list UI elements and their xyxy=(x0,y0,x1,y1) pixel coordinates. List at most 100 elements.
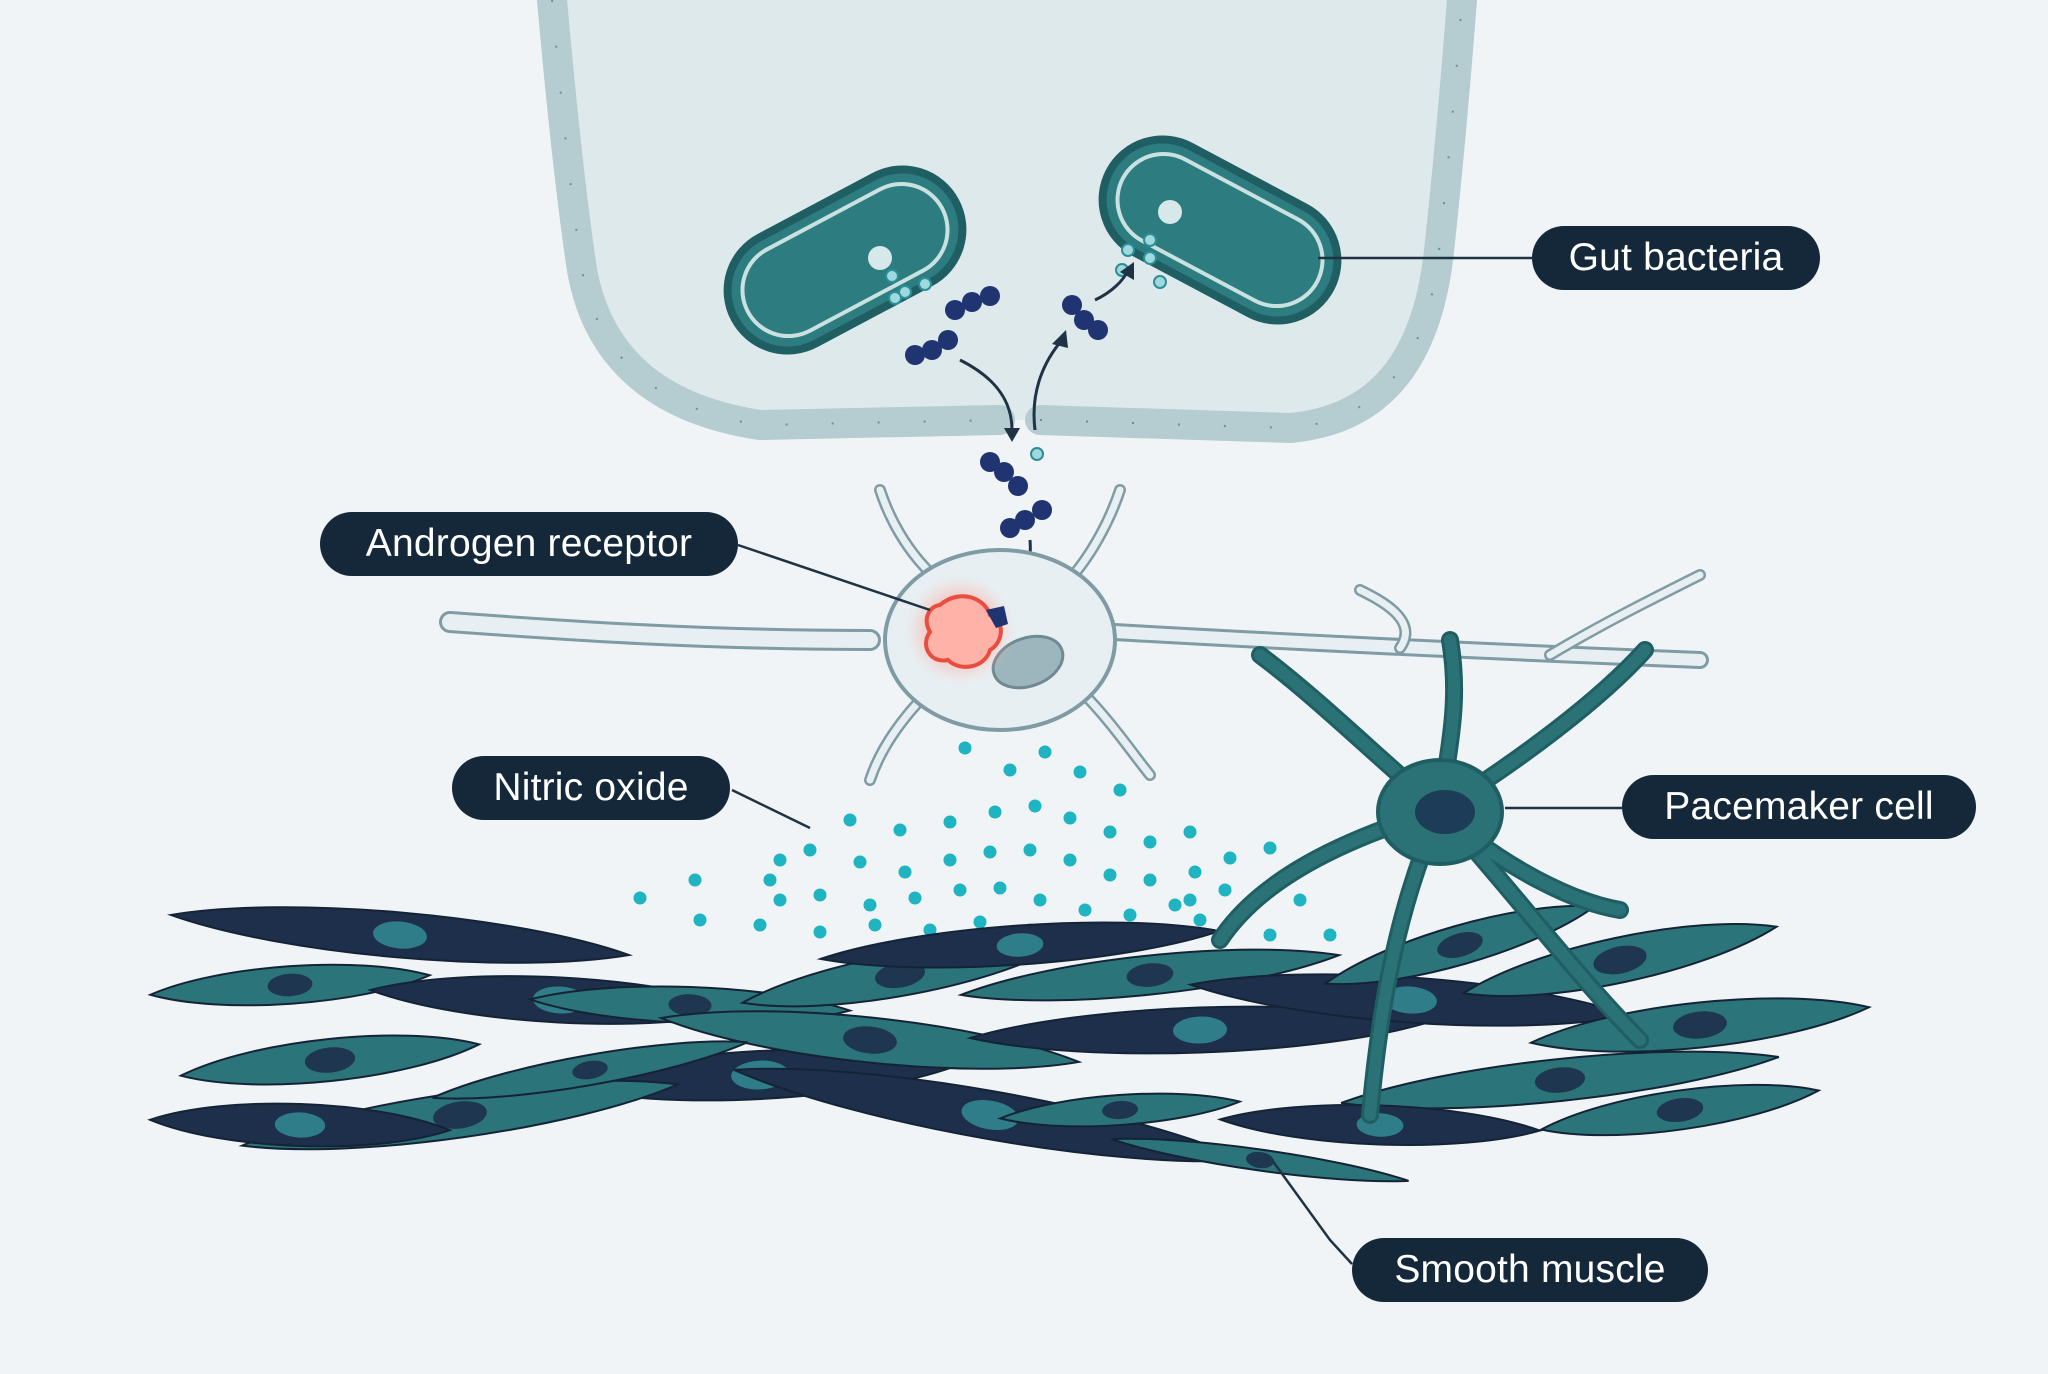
arrow-up xyxy=(1032,339,1064,431)
molecule-bead xyxy=(905,345,925,365)
molecule-bead xyxy=(980,452,1000,472)
muscle-cell-nucleus xyxy=(1534,1067,1586,1093)
lumen-center-fill xyxy=(1000,0,1040,420)
nitric-oxide-dot xyxy=(988,805,1002,819)
nitric-oxide-dot xyxy=(813,888,827,902)
muscle-cell-icon xyxy=(1340,1050,1780,1110)
arrow-head xyxy=(1120,262,1134,280)
muscle-cell-icon xyxy=(657,1010,1083,1070)
nitric-oxide-dot xyxy=(868,918,882,932)
muscle-cell-nucleus xyxy=(668,994,712,1016)
nitric-oxide-dot xyxy=(1123,908,1137,922)
nitric-oxide-dot xyxy=(1038,745,1052,759)
molecule-bead xyxy=(1032,500,1052,520)
nitric-oxide-dot xyxy=(843,813,857,827)
leader-androgen-receptor xyxy=(737,543,931,612)
bacterium-left-pore xyxy=(868,246,892,270)
label-androgen-receptor: Androgen receptor xyxy=(320,512,738,576)
bacterium-right-membrane xyxy=(1115,151,1325,309)
leader-nitric-oxide xyxy=(731,788,811,830)
molecule-bead xyxy=(1008,476,1028,496)
muscle-cell-icon xyxy=(147,963,433,1007)
receptor-shape xyxy=(924,594,1003,669)
nitric-oxide-dot xyxy=(693,913,707,927)
muscle-cell-nucleus xyxy=(1383,986,1437,1014)
nitric-oxide-dot xyxy=(993,881,1007,895)
nitric-oxide-dot xyxy=(1103,868,1117,882)
muscle-cell-icon xyxy=(966,1005,1434,1055)
label-gut-bacteria: Gut bacteria xyxy=(1532,226,1820,290)
nitric-oxide-dot xyxy=(633,891,647,905)
label-smooth-muscle: Smooth muscle xyxy=(1352,1238,1708,1302)
nitric-oxide-dot xyxy=(753,918,767,932)
molecule-bead xyxy=(945,300,965,320)
nitric-oxide-dot xyxy=(1103,825,1117,839)
muscle-cell-nucleus xyxy=(1173,1016,1227,1044)
nitric-oxide-dot xyxy=(1293,893,1307,907)
muscle-cell-icon xyxy=(1538,1083,1822,1137)
arrow-down xyxy=(959,358,1014,431)
gut-lumen xyxy=(537,0,1477,444)
nitric-oxide-dot xyxy=(908,891,922,905)
muscle-cell-nucleus xyxy=(572,1060,608,1080)
muscle-cell-icon xyxy=(1216,1104,1544,1146)
nitric-oxide-dot xyxy=(1168,898,1182,912)
nitric-oxide-dot xyxy=(1143,873,1157,887)
bacterium-icon xyxy=(723,165,967,355)
muscle-cell-nucleus xyxy=(1593,945,1647,975)
muscle-cell-icon xyxy=(1527,997,1873,1053)
label-pacemaker-cell: Pacemaker cell xyxy=(1622,775,1976,839)
muscle-cell-nucleus xyxy=(304,1047,356,1073)
nitric-oxide-dot xyxy=(813,925,827,939)
leader-smooth-muscle xyxy=(1270,1159,1353,1265)
nitric-oxide-dot xyxy=(943,815,957,829)
molecule-bead xyxy=(1074,310,1094,330)
muscle-cell-nucleus xyxy=(961,1099,1019,1131)
muscle-cell-nucleus xyxy=(274,1112,326,1138)
nitric-oxide-dot xyxy=(1188,865,1202,879)
muscle-cell-icon xyxy=(1111,1137,1409,1183)
nitric-oxide-dot xyxy=(983,845,997,859)
nitric-oxide-dot xyxy=(1003,763,1017,777)
molecule-bead xyxy=(994,462,1014,482)
nitric-oxide-dot xyxy=(1113,783,1127,797)
nitric-oxide-dot xyxy=(1063,853,1077,867)
muscle-cell-icon xyxy=(432,1040,748,1100)
muscle-cell-icon xyxy=(997,1092,1243,1128)
pacemaker-cell-icon xyxy=(1211,631,1654,1124)
nitric-oxide-dot xyxy=(773,853,787,867)
muscle-cell-nucleus xyxy=(1246,1151,1274,1169)
molecule-bead xyxy=(1000,518,1020,538)
nitric-oxide-dot xyxy=(853,855,867,869)
neuron-dendrite-core xyxy=(866,486,1704,784)
muscle-cell-icon xyxy=(147,1102,453,1148)
molecule-bead xyxy=(1062,295,1082,315)
nitric-oxide-dot xyxy=(973,915,987,929)
molecule-bead xyxy=(1088,320,1108,340)
secreted-dot xyxy=(1153,275,1167,289)
nitric-oxide-dot xyxy=(1223,851,1237,865)
molecule-bead xyxy=(980,286,1000,306)
nitric-oxide-dot xyxy=(1023,843,1037,857)
nitric-oxide-dot xyxy=(863,898,877,912)
secreted-dot xyxy=(1143,251,1157,265)
arrow-head xyxy=(1004,428,1020,442)
arrow-head xyxy=(1052,330,1068,348)
molecule-icon xyxy=(905,286,1108,365)
muscle-cell-icon xyxy=(166,906,634,964)
bacterium-right-pore xyxy=(1158,200,1182,224)
label-nitric-oxide: Nitric oxide xyxy=(452,756,730,820)
secreted-dot xyxy=(885,269,899,283)
nitric-oxide-dot xyxy=(898,865,912,879)
secreted-dot xyxy=(1143,233,1157,247)
nitric-oxide-dot xyxy=(803,843,817,857)
pacemaker-processes-core xyxy=(1214,634,1651,1121)
receptor-icon xyxy=(905,575,1015,685)
nitric-oxide-dot xyxy=(923,923,937,937)
nitric-oxide-dot xyxy=(1218,883,1232,897)
nitric-oxide-dot xyxy=(688,873,702,887)
nitric-oxide-dot xyxy=(1263,928,1277,942)
muscle-cell-nucleus xyxy=(996,933,1044,957)
